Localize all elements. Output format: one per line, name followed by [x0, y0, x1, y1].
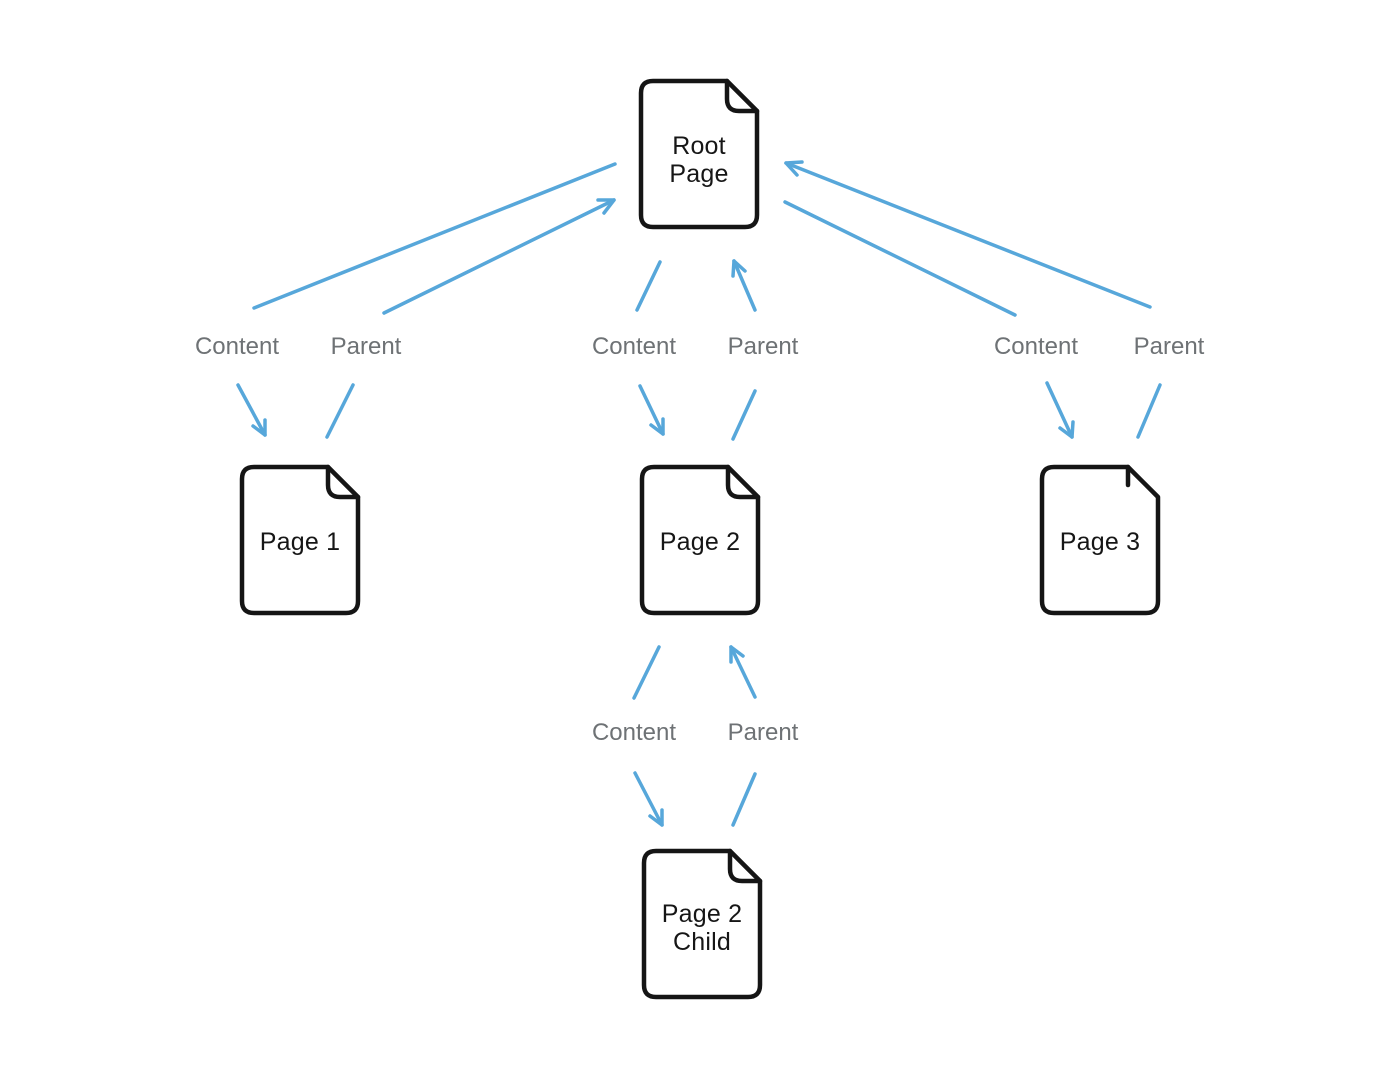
right-parent-arrowhead-icon [784, 160, 804, 177]
page1-document-icon [239, 464, 361, 616]
page2-label: Page 2 [659, 528, 741, 556]
right-content-line-upper [783, 200, 1017, 317]
root-page-document-icon [638, 78, 760, 230]
left-parent-arrowhead-icon [596, 198, 616, 215]
mid-parent-arrowhead-icon [731, 259, 747, 278]
mid-parent-arrow-upper-shaft [732, 259, 757, 312]
bottom-parent-arrow-upper-shaft [729, 645, 757, 699]
page2-child-label-line2: Child [673, 928, 731, 956]
page1-label: Page 1 [259, 528, 341, 556]
bottom-content-line-upper [632, 645, 661, 700]
edge-label-left-content: Content [194, 333, 280, 360]
bottom-parent-arrowhead-icon [729, 645, 745, 664]
page2-child-document-icon [641, 848, 763, 1000]
left-content-arrowhead-icon [251, 418, 267, 437]
edge-label-left-parent: Parent [330, 333, 402, 360]
edge-label-bottom-content: Content [591, 719, 677, 746]
mid-content-arrowhead-icon [649, 417, 665, 436]
edge-label-right-parent: Parent [1133, 333, 1205, 360]
edges-group [236, 160, 1162, 827]
page2-child-label-line1: Page 2 [661, 900, 743, 928]
page2-document-icon [639, 464, 761, 616]
right-parent-arrow-upper-shaft [784, 161, 1152, 309]
edge-label-bottom-parent: Parent [727, 719, 799, 746]
left-parent-line-lower [325, 383, 355, 439]
mid-content-arrow-lower-shaft [638, 384, 665, 436]
left-content-line-upper [252, 162, 617, 310]
edge-label-right-content: Content [993, 333, 1079, 360]
left-content-arrow-lower-shaft [236, 383, 267, 437]
edge-label-mid-content: Content [591, 333, 677, 360]
mid-parent-line-lower [731, 389, 757, 441]
page3-label: Page 3 [1059, 528, 1141, 556]
nodes-group [239, 78, 1161, 1000]
page3-document-icon [1039, 464, 1161, 616]
right-content-arrow-lower-shaft [1045, 381, 1074, 439]
root-page-label-line2: Page [669, 160, 729, 188]
bottom-content-arrow-lower-shaft [633, 771, 664, 827]
mid-content-line-upper [635, 260, 662, 312]
root-page-label-line1: Root [672, 132, 726, 160]
edge-label-mid-parent: Parent [727, 333, 799, 360]
right-parent-line-lower [1136, 383, 1162, 439]
left-parent-arrow-upper-shaft [382, 198, 616, 315]
right-content-arrowhead-icon [1058, 420, 1075, 439]
root-page-label: Root Page [669, 132, 728, 188]
bottom-content-arrowhead-icon [648, 808, 664, 827]
page2-child-label: Page 2 Child [662, 900, 742, 956]
bottom-parent-line-lower [731, 772, 757, 827]
